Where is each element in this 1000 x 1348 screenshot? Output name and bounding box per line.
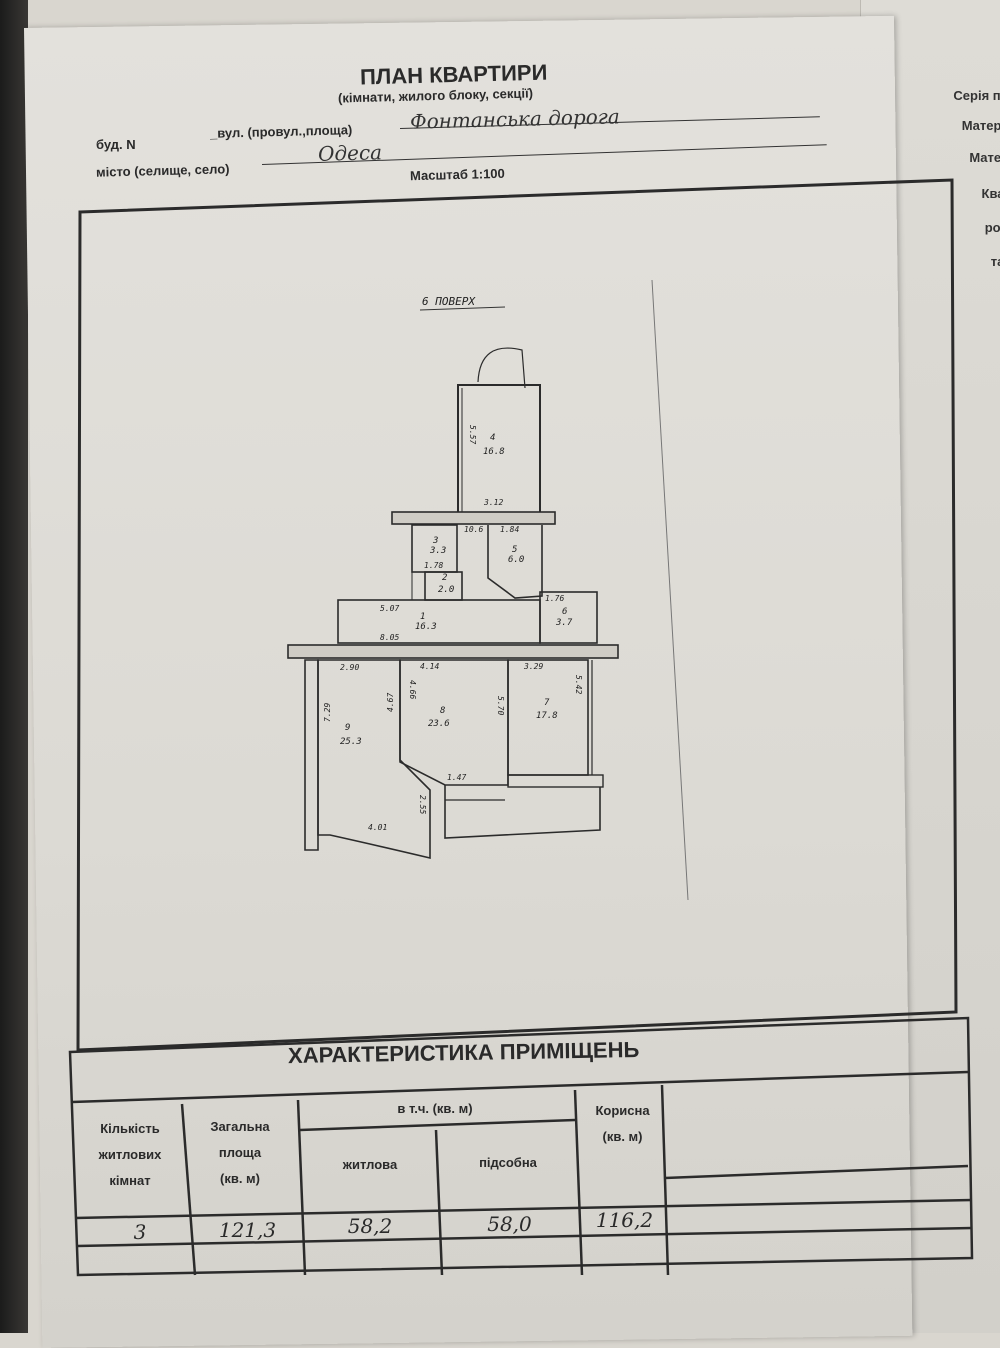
header-line: житлових <box>98 1147 162 1162</box>
header-line: Кількість <box>100 1121 160 1136</box>
right-page-line: Матері <box>969 150 1000 165</box>
floor-label: 6 ПОВЕРХ <box>422 295 476 308</box>
room-area: 23.6 <box>428 719 450 729</box>
dimension-label: 7.29 <box>323 703 332 722</box>
room-number: 5 <box>512 545 517 555</box>
room-area: 3.7 <box>555 618 573 628</box>
dimension-label: 1.76 <box>545 594 564 603</box>
right-page-line: розт <box>984 220 1000 235</box>
value-useful-area: 116,2 <box>595 1208 654 1232</box>
room-number: 1 <box>420 612 425 622</box>
room-number: 9 <box>345 723 350 733</box>
room-8-outline <box>399 659 509 786</box>
dimension-label: 5.70 <box>496 696 505 715</box>
value-auxiliary-area: 58,0 <box>487 1212 532 1236</box>
background-edge <box>0 0 28 1333</box>
building-label: буд. N <box>96 137 136 152</box>
room-area: 2.0 <box>438 585 454 595</box>
room-number: 8 <box>440 706 445 716</box>
right-page-line: Серія пр <box>953 88 1000 103</box>
room-number: 7 <box>544 698 550 708</box>
room-number: 4 <box>490 433 495 443</box>
room-number: 2 <box>442 573 447 583</box>
room-area: 25.3 <box>340 737 362 747</box>
room-area: 16.3 <box>415 622 437 632</box>
room-area: 17.8 <box>536 711 558 721</box>
col-header-auxiliary: підсобна <box>479 1155 537 1170</box>
right-page-line: Квар <box>981 186 1000 201</box>
dimension-label: 4.14 <box>420 662 439 671</box>
dimension-label: 4.67 <box>386 693 395 712</box>
col-header-useful: Корисна (кв. м) <box>580 1098 665 1150</box>
col-header-total: Загальна площа (кв. м) <box>190 1114 290 1192</box>
header-line: кімнат <box>109 1173 151 1188</box>
col-header-rooms: Кількість житлових кімнат <box>80 1116 180 1194</box>
dimension-label: 5.07 <box>380 604 399 613</box>
header-line: (кв. м) <box>602 1129 643 1144</box>
header-line: площа <box>218 1145 262 1160</box>
dimension-label: 4.66 <box>408 680 417 699</box>
room-number: 6 <box>562 607 567 617</box>
drawing-frame <box>76 178 958 1052</box>
room-area: 6.0 <box>508 555 524 565</box>
right-page-line: Матеріа <box>961 118 1000 133</box>
value-living-area: 58,2 <box>347 1214 393 1238</box>
dimension-label: 3.12 <box>483 498 503 507</box>
room-area: 3.3 <box>429 546 446 556</box>
dimension-label: 1.78 <box>424 561 443 570</box>
room-area: 16.8 <box>483 447 505 457</box>
room-9-outline <box>317 659 431 860</box>
right-page-line: та с <box>990 254 1000 269</box>
room-number: 3 <box>432 536 438 546</box>
dimension-label: 10.6 <box>464 525 483 534</box>
dimension-label: 1.84 <box>500 525 519 534</box>
header-line: Загальна <box>210 1119 270 1134</box>
col-header-included: в т.ч. (кв. м) <box>397 1101 473 1116</box>
dimension-label: 8.05 <box>380 633 399 642</box>
dimension-label: 2.55 <box>418 795 427 814</box>
room-labels: 4 16.8 3 3.3 2 2.0 5 6.0 1 16.3 6 3.7 9 … <box>340 433 573 747</box>
header-line: Корисна <box>595 1103 650 1118</box>
value-rooms: 3 <box>133 1220 147 1244</box>
dimension-label: 4.01 <box>368 823 387 832</box>
dimension-labels: 5.57 3.12 10.6 1.84 1.78 5.07 8.05 1.76 … <box>323 425 583 832</box>
dimension-label: 5.42 <box>574 675 583 694</box>
dimension-label: 1.47 <box>447 773 466 782</box>
dimension-label: 3.29 <box>523 662 543 671</box>
col-header-living: житлова <box>342 1157 398 1172</box>
value-total-area: 121,3 <box>218 1218 277 1242</box>
dimension-label: 5.57 <box>468 425 477 444</box>
characteristics-table-grid <box>68 1016 974 1277</box>
dimension-label: 2.90 <box>340 663 359 672</box>
header-line: (кв. м) <box>220 1171 260 1186</box>
